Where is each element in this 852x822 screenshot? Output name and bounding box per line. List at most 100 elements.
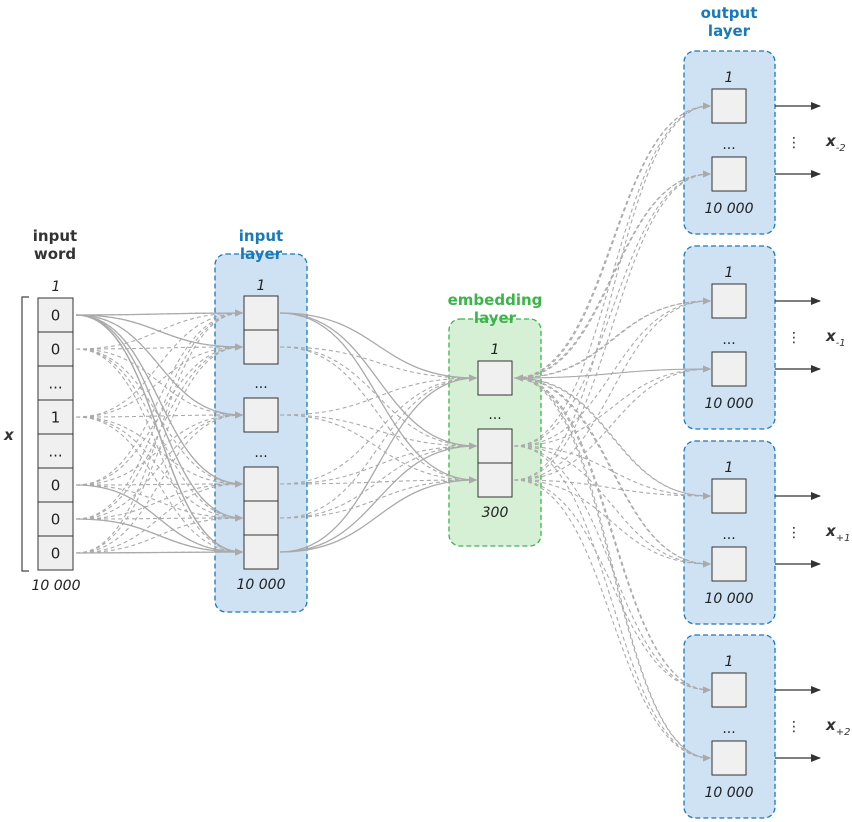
output-neuron-first [711, 478, 747, 514]
output-block-top-index: 1 [725, 460, 734, 476]
output-edge [513, 365, 711, 447]
input-layer-title-line1: input [239, 227, 283, 245]
output-edge [513, 102, 711, 447]
embedding-edge-solid [279, 312, 477, 382]
input-word-cell-value: 0 [51, 341, 61, 359]
input-edge [75, 480, 243, 520]
output-edge [513, 170, 711, 481]
output-block-ellipsis: ... [722, 332, 735, 348]
output-feedback-edge [515, 300, 711, 382]
input-edge-solid [75, 314, 243, 556]
input-layer-ellipsis: ... [254, 445, 267, 461]
context-word-label: x+2 [825, 716, 850, 738]
context-var: x [825, 132, 837, 150]
input-word-cell [37, 331, 74, 367]
input-layer-neuron [243, 397, 279, 433]
output-block-bottom-index: 10 000 [705, 591, 754, 607]
embedding-neuron [477, 428, 513, 464]
context-var: x [825, 522, 837, 540]
output-vdots: ⋮ [787, 719, 801, 735]
embedding-layer-title-line1: embedding [448, 291, 543, 309]
output-block-ellipsis: ... [722, 137, 735, 153]
output-layer-title-line2: layer [708, 22, 751, 40]
input-layer-ellipsis: ... [254, 376, 267, 392]
output-block: 1 ... 10 000 ⋮ x-1 [705, 265, 846, 412]
output-block: 1 ... 10 000 ⋮ x+1 [705, 460, 851, 607]
input-layer-title-line2: layer [240, 245, 283, 263]
input-layer-top-index: 1 [257, 278, 266, 294]
output-neuron-first [711, 283, 747, 319]
output-block-ellipsis: ... [722, 527, 735, 543]
output-block-top-index: 1 [725, 70, 734, 86]
input-word-cell [37, 297, 74, 333]
output-feedback-edge [515, 374, 711, 759]
output-feedback-edge [515, 105, 711, 382]
input-word-cell-value: 0 [51, 511, 61, 529]
input-edge-solid [75, 548, 243, 556]
context-word-label: x-2 [825, 132, 846, 154]
output-neuron-first [711, 88, 747, 124]
output-edge [513, 445, 711, 762]
output-block-3-panel [683, 440, 776, 625]
embedding-layer-bottom-index: 300 [482, 505, 509, 521]
input-edge [75, 348, 243, 522]
output-edge [513, 479, 711, 762]
input-word-cell [37, 467, 74, 503]
input-word-cell-value: 1 [51, 409, 61, 427]
output-edge [513, 365, 711, 481]
input-word-title-line1: input [33, 227, 77, 245]
input-edge-solid [75, 314, 243, 522]
input-edge-solid [75, 309, 243, 317]
output-feedback-edge [515, 173, 711, 382]
output-block-4-panel [683, 634, 776, 819]
output-block-top-index: 1 [725, 265, 734, 281]
context-word-label: x+1 [825, 522, 850, 544]
output-block-bottom-index: 10 000 [705, 201, 754, 217]
embedding-edge [279, 346, 477, 484]
input-word-cell [37, 433, 74, 469]
input-word-top-index: 1 [52, 279, 61, 295]
input-word-cell-value: ... [48, 375, 62, 393]
output-edge [513, 377, 711, 500]
input-layer-neuron [243, 466, 279, 502]
output-block-2-panel [683, 245, 776, 430]
output-block-1-panel [683, 50, 776, 235]
output-edge [513, 377, 711, 568]
input-word-bottom-index: 10 000 [32, 578, 81, 594]
input-edge-solid [75, 314, 243, 419]
input-layer-neuron [243, 534, 279, 570]
input-word-cell-value: 0 [51, 477, 61, 495]
output-vdots: ⋮ [787, 135, 801, 151]
context-var: x [825, 716, 837, 734]
input-edge [75, 348, 243, 556]
context-subscript: -1 [836, 338, 846, 349]
output-block-ellipsis: ... [722, 721, 735, 737]
output-block: 1 ... 10 000 ⋮ x+2 [705, 654, 851, 801]
connection-edges [75, 102, 711, 762]
embedding-layer-title-line2: layer [474, 309, 517, 327]
output-neuron-last [711, 546, 747, 582]
input-edge [75, 411, 243, 419]
output-neuron-last [711, 351, 747, 387]
output-block-bottom-index: 10 000 [705, 785, 754, 801]
embedding-edge-solid [279, 442, 477, 553]
input-word-cell [37, 399, 74, 435]
context-subscript: -2 [836, 143, 846, 154]
embedding-edge-solid [279, 476, 477, 553]
embedding-edge [279, 442, 477, 519]
output-edge [513, 102, 711, 481]
embedding-edge [279, 374, 477, 519]
output-neuron-last [711, 740, 747, 776]
output-feedback-edge [515, 368, 711, 382]
output-edge [513, 102, 711, 379]
output-block-bottom-index: 10 000 [705, 396, 754, 412]
output-layer-title-line1: output [701, 4, 758, 22]
context-var: x [825, 327, 837, 345]
output-edge [513, 445, 711, 694]
input-edge-solid [75, 314, 243, 488]
vector-bracket [21, 296, 29, 572]
output-edge [513, 445, 711, 568]
input-edge [75, 411, 243, 486]
input-edge [75, 309, 243, 520]
